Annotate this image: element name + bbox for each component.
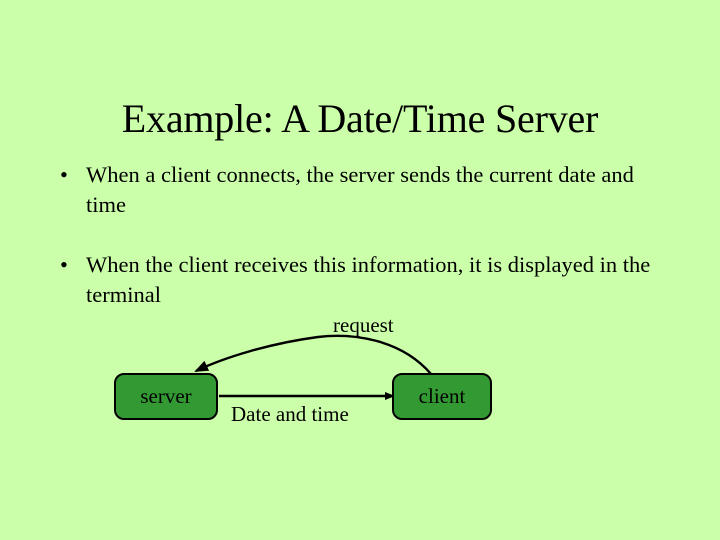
bullet-marker-icon: • xyxy=(60,252,68,277)
edge-label-date-and-time: Date and time xyxy=(231,402,349,426)
bullet-list: • When a client connects, the server sen… xyxy=(56,160,668,340)
diagram-node-client-label: client xyxy=(418,384,466,408)
diagram-node-client: client xyxy=(392,373,492,420)
request-arrow xyxy=(194,334,432,375)
page-title: Example: A Date/Time Server xyxy=(121,95,599,141)
bullet-text: When a client connects, the server sends… xyxy=(86,162,634,217)
bullet-text: When the client receives this informatio… xyxy=(86,252,651,307)
diagram-node-server-label: server xyxy=(140,384,192,408)
list-item: • When a client connects, the server sen… xyxy=(56,160,668,220)
bullet-marker-icon: • xyxy=(60,162,68,187)
list-item: • When the client receives this informat… xyxy=(56,250,668,310)
edge-label-request: request xyxy=(333,313,394,337)
diagram-node-server: server xyxy=(114,373,218,420)
